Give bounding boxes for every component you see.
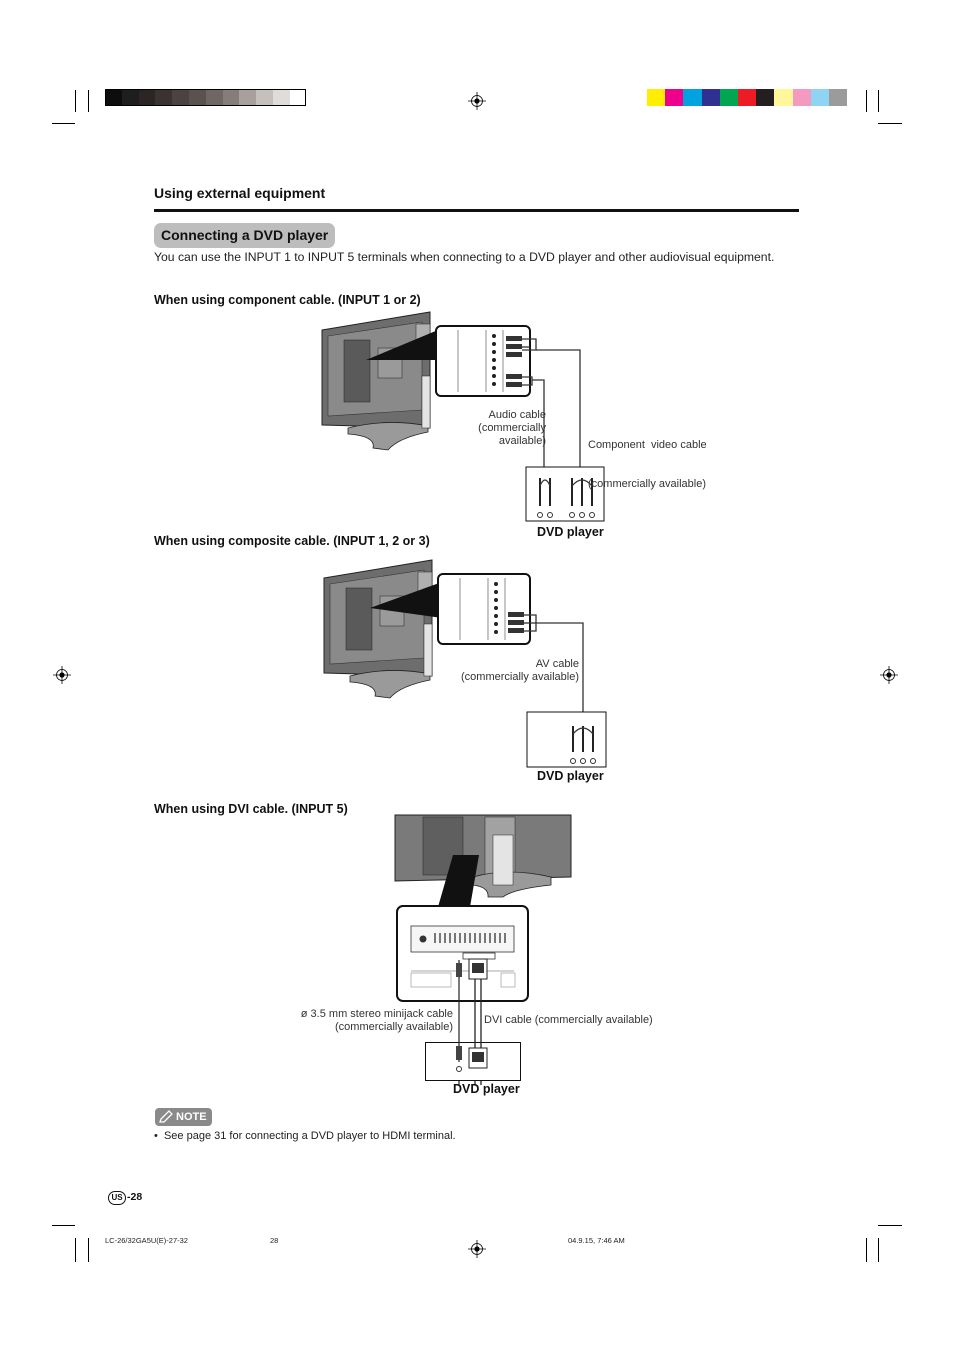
footer-page: 28	[270, 1236, 279, 1245]
calibration-swatch	[289, 89, 307, 106]
calibration-outline	[105, 89, 306, 106]
registration-mark-icon	[880, 666, 898, 684]
page-number: -28	[127, 1191, 143, 1203]
component-connection-diagram	[321, 311, 605, 522]
crop-mark	[878, 1238, 879, 1262]
calibration-swatch	[222, 89, 240, 106]
footer-timestamp: 04.9.15, 7:46 AM	[568, 1236, 625, 1245]
topic-heading: Connecting a DVD player	[154, 223, 336, 248]
section-rule	[154, 209, 799, 212]
calibration-swatch	[205, 89, 223, 106]
calibration-swatch	[665, 89, 684, 106]
composite-heading: When using composite cable. (INPUT 1, 2 …	[154, 534, 430, 548]
audio-cable-caption: Audio cable (commercially available)	[478, 409, 546, 447]
crop-mark	[52, 123, 75, 124]
pencil-icon	[159, 1110, 173, 1123]
crop-mark	[75, 1238, 76, 1262]
calibration-swatch	[239, 89, 257, 106]
calibration-swatch	[138, 89, 156, 106]
component-heading: When using component cable. (INPUT 1 or …	[154, 293, 421, 307]
section-header: Using external equipment	[154, 185, 326, 201]
calibration-swatch	[738, 89, 757, 106]
dvd-player-label: DVD player	[453, 1082, 520, 1096]
crop-mark	[52, 1225, 75, 1226]
terminal-panel-callout	[435, 325, 531, 397]
calibration-swatch	[792, 89, 811, 106]
tv-rear-illustration	[323, 559, 433, 699]
calibration-swatch	[189, 89, 206, 106]
dvi-connection-diagram	[394, 814, 572, 1085]
intro-paragraph: You can use the INPUT 1 to INPUT 5 termi…	[154, 250, 775, 264]
calibration-swatch	[121, 89, 139, 106]
tv-rear-illustration	[321, 311, 431, 451]
note-badge: NOTE	[155, 1108, 212, 1126]
registration-mark-icon	[468, 1240, 486, 1258]
calibration-swatch	[756, 89, 775, 106]
calibration-swatch	[829, 89, 848, 106]
crop-mark	[878, 123, 902, 124]
tv-rear-illustration	[394, 814, 572, 898]
crop-mark	[878, 1225, 902, 1226]
region-badge: US	[108, 1191, 126, 1205]
calibration-swatch	[683, 89, 702, 106]
calibration-swatch	[774, 89, 793, 106]
av-cable-caption: AV cable (commercially available)	[461, 658, 579, 683]
crop-mark	[75, 90, 76, 112]
crop-mark	[866, 1238, 867, 1262]
dvd-player-box	[425, 1042, 521, 1081]
calibration-swatch	[155, 89, 173, 106]
note-item: • See page 31 for connecting a DVD playe…	[154, 1130, 456, 1142]
crop-mark	[878, 90, 879, 112]
calibration-swatch	[273, 89, 290, 106]
calibration-swatch	[810, 89, 829, 106]
dvd-player-label: DVD player	[537, 525, 604, 539]
minijack-cable-caption: ø 3.5 mm stereo minijack cable (commerci…	[300, 1008, 453, 1033]
calibration-swatch	[647, 89, 666, 106]
calibration-swatch	[172, 89, 189, 106]
terminal-panel-callout	[437, 573, 531, 645]
crop-mark	[88, 90, 89, 112]
dvd-player-label: DVD player	[537, 769, 604, 783]
crop-mark	[88, 1238, 89, 1262]
calibration-swatch	[256, 89, 273, 106]
calibration-swatch	[719, 89, 738, 106]
calibration-swatch	[701, 89, 720, 106]
dvi-heading: When using DVI cable. (INPUT 5)	[154, 802, 348, 816]
registration-mark-icon	[53, 666, 71, 684]
crop-mark	[866, 90, 867, 112]
dvi-cable-caption: DVI cable (commercially available)	[484, 1014, 653, 1026]
registration-mark-icon	[468, 92, 486, 110]
calibration-swatch	[105, 89, 122, 106]
composite-connection-diagram	[323, 559, 607, 768]
footer-file: LC-26/32GA5U(E)-27-32	[105, 1236, 188, 1245]
component-video-cable-caption: Component video cable (commercially avai…	[588, 439, 707, 490]
terminal-panel-callout	[396, 905, 529, 1002]
